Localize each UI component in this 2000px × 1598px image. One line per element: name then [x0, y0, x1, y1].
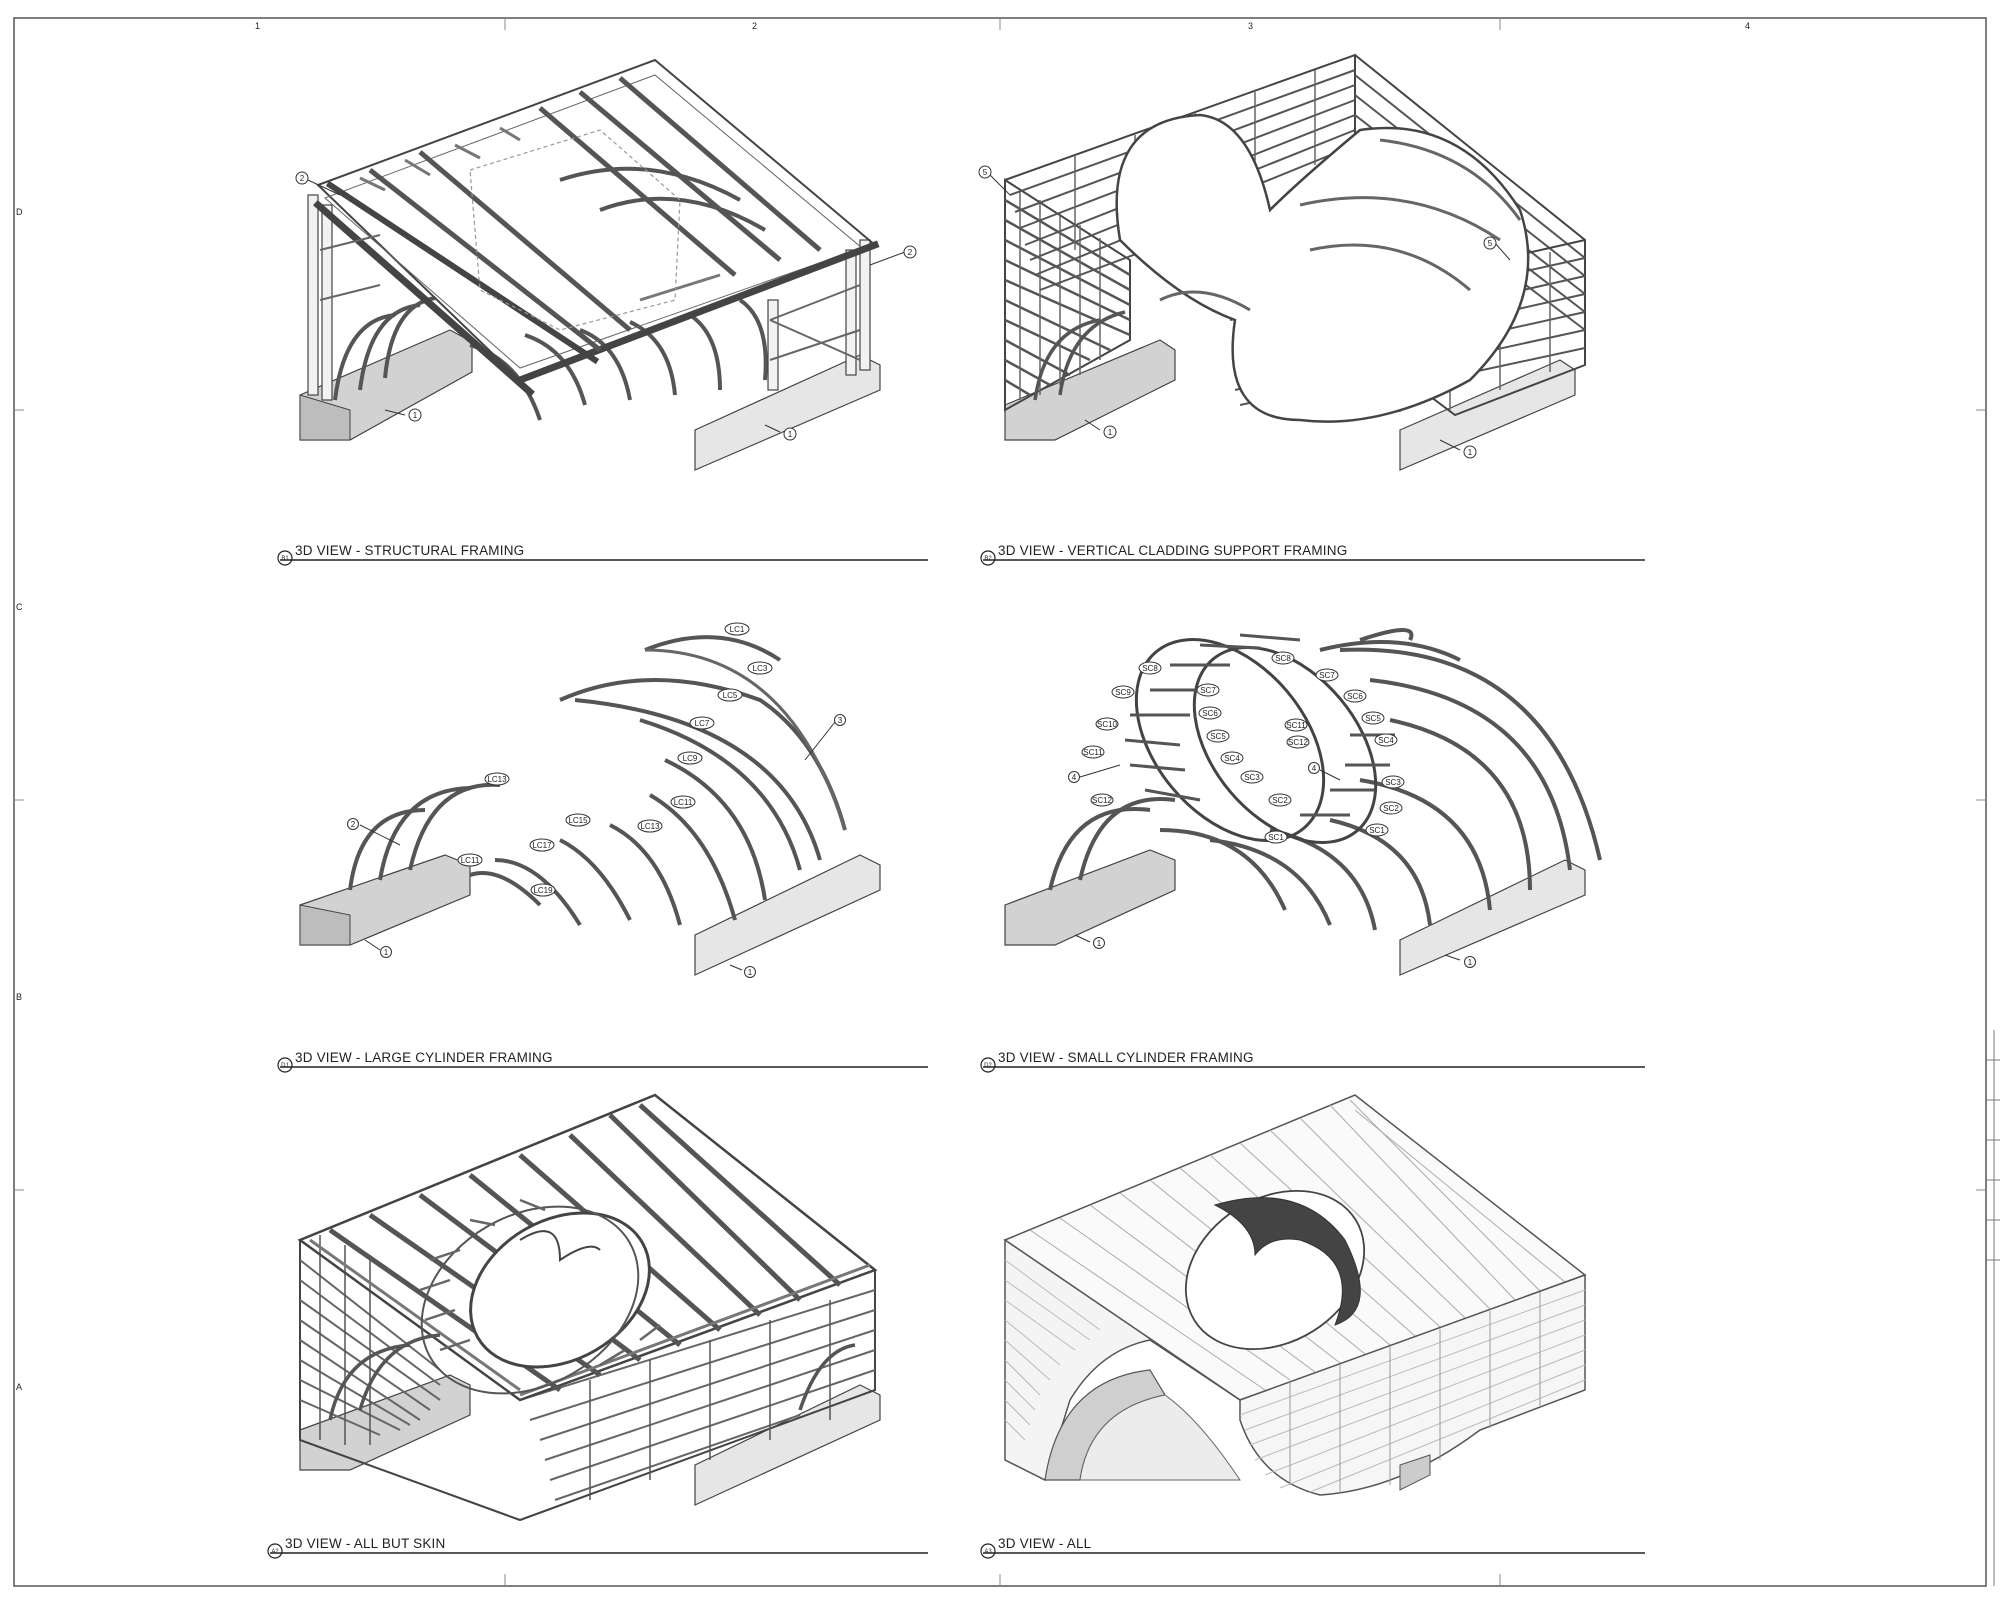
member-tag: SC1	[1369, 826, 1385, 835]
view-id: A2	[271, 1549, 279, 1555]
callout-label: 1	[1468, 448, 1473, 457]
grid-label: 2	[752, 21, 757, 31]
member-tag: SC5	[1365, 714, 1381, 723]
view-title: 3D VIEW - ALL BUT SKIN	[285, 1536, 445, 1551]
callout-label: 5	[983, 168, 988, 177]
member-tag: SC11	[1286, 721, 1306, 730]
member-tag: SC1	[1268, 833, 1284, 842]
member-tag: SC3	[1244, 773, 1260, 782]
member-tag: LC7	[695, 719, 710, 728]
member-tag: SC7	[1200, 686, 1216, 695]
member-tag: LC17	[532, 841, 552, 850]
grid-label: 4	[1745, 21, 1750, 31]
view-structural-framing: 2 2 1 1 3D VIEW - STRUCTURAL FRAMING	[277, 58, 928, 566]
member-tag: SC2	[1383, 804, 1399, 813]
callout-label: 1	[384, 948, 389, 957]
grid-label: C	[16, 602, 23, 612]
member-tag: SC4	[1378, 736, 1394, 745]
member-tag: SC6	[1202, 709, 1218, 718]
view-vertical-cladding: 5 5 1 1 3D VIEW - VERTICAL CLADDING SUPP…	[978, 53, 1645, 566]
callout-label: 4	[1312, 764, 1317, 773]
view-all: 3D VIEW - ALL	[980, 1094, 1645, 1559]
callout-label: 1	[1108, 428, 1113, 437]
grid-labels-side: D C B A	[16, 207, 23, 1392]
view-id: D1	[281, 1063, 289, 1069]
view-id: B1	[281, 556, 289, 562]
callout-label: 1	[1097, 939, 1102, 948]
view-title: 3D VIEW - VERTICAL CLADDING SUPPORT FRAM…	[998, 543, 1347, 558]
view-all-but-skin: 3D VIEW - ALL BUT SKIN	[267, 1093, 928, 1559]
member-tag: SC5	[1210, 732, 1226, 741]
member-tag: SC10	[1097, 720, 1118, 729]
view-title: 3D VIEW - STRUCTURAL FRAMING	[295, 543, 524, 558]
callout-label: 1	[1468, 958, 1473, 967]
callout-label: 5	[1488, 239, 1493, 248]
title-block-strip	[1986, 1030, 2000, 1586]
foundation-right	[694, 354, 881, 471]
callout-label: 2	[351, 820, 356, 829]
callout-label: 4	[1072, 773, 1077, 782]
member-tag: LC5	[723, 691, 738, 700]
member-tag: LC9	[683, 754, 698, 763]
view-title: 3D VIEW - ALL	[998, 1536, 1092, 1551]
callout-label: 2	[908, 248, 913, 257]
view-small-cylinder: SC8 SC9 SC10 SC11 SC12 SC7 SC6 SC5 SC4 S…	[980, 628, 1645, 1073]
grid-ticks	[14, 18, 1986, 1586]
member-tag: SC11	[1083, 748, 1103, 757]
grid-label: D	[16, 207, 23, 217]
member-tag: SC3	[1385, 778, 1401, 787]
grid-label: B	[16, 992, 22, 1002]
member-tag: LC3	[753, 664, 768, 673]
grid-labels-top: 1 2 3 4	[255, 21, 1750, 31]
member-tag: LC1	[730, 625, 745, 634]
member-tag: SC9	[1115, 688, 1131, 697]
member-tag: SC4	[1224, 754, 1240, 763]
callout-label: 1	[413, 411, 418, 420]
member-tag: SC12	[1092, 796, 1113, 805]
grid-label: 3	[1248, 21, 1253, 31]
grid-label: A	[16, 1382, 22, 1392]
member-tag: SC2	[1272, 796, 1288, 805]
view-id: A3	[984, 1549, 992, 1555]
member-tag: LC13	[640, 822, 660, 831]
member-tag: SC7	[1319, 671, 1335, 680]
member-tag: LC11	[674, 798, 693, 807]
member-tag: SC6	[1347, 692, 1363, 701]
callout-label: 1	[748, 968, 753, 977]
member-tag: SC8	[1142, 664, 1158, 673]
callout-label: 2	[300, 174, 305, 183]
member-tag: LC13	[487, 775, 507, 784]
callout-label: 1	[788, 430, 793, 439]
member-tag: LC11	[461, 856, 480, 865]
callout-label: 3	[838, 716, 843, 725]
view-title: 3D VIEW - LARGE CYLINDER FRAMING	[295, 1050, 553, 1065]
member-tag: LC15	[568, 816, 588, 825]
view-title: 3D VIEW - SMALL CYLINDER FRAMING	[998, 1050, 1254, 1065]
member-tag: SC8	[1275, 654, 1291, 663]
grid-label: 1	[255, 21, 260, 31]
member-tag: LC19	[533, 886, 553, 895]
view-large-cylinder: LC1 LC3 LC5 LC7 LC9 LC11 LC13 LC15 LC17 …	[277, 622, 928, 1073]
view-id: B2	[984, 556, 992, 562]
view-id: D2	[984, 1063, 992, 1069]
member-tag: SC12	[1288, 738, 1309, 747]
